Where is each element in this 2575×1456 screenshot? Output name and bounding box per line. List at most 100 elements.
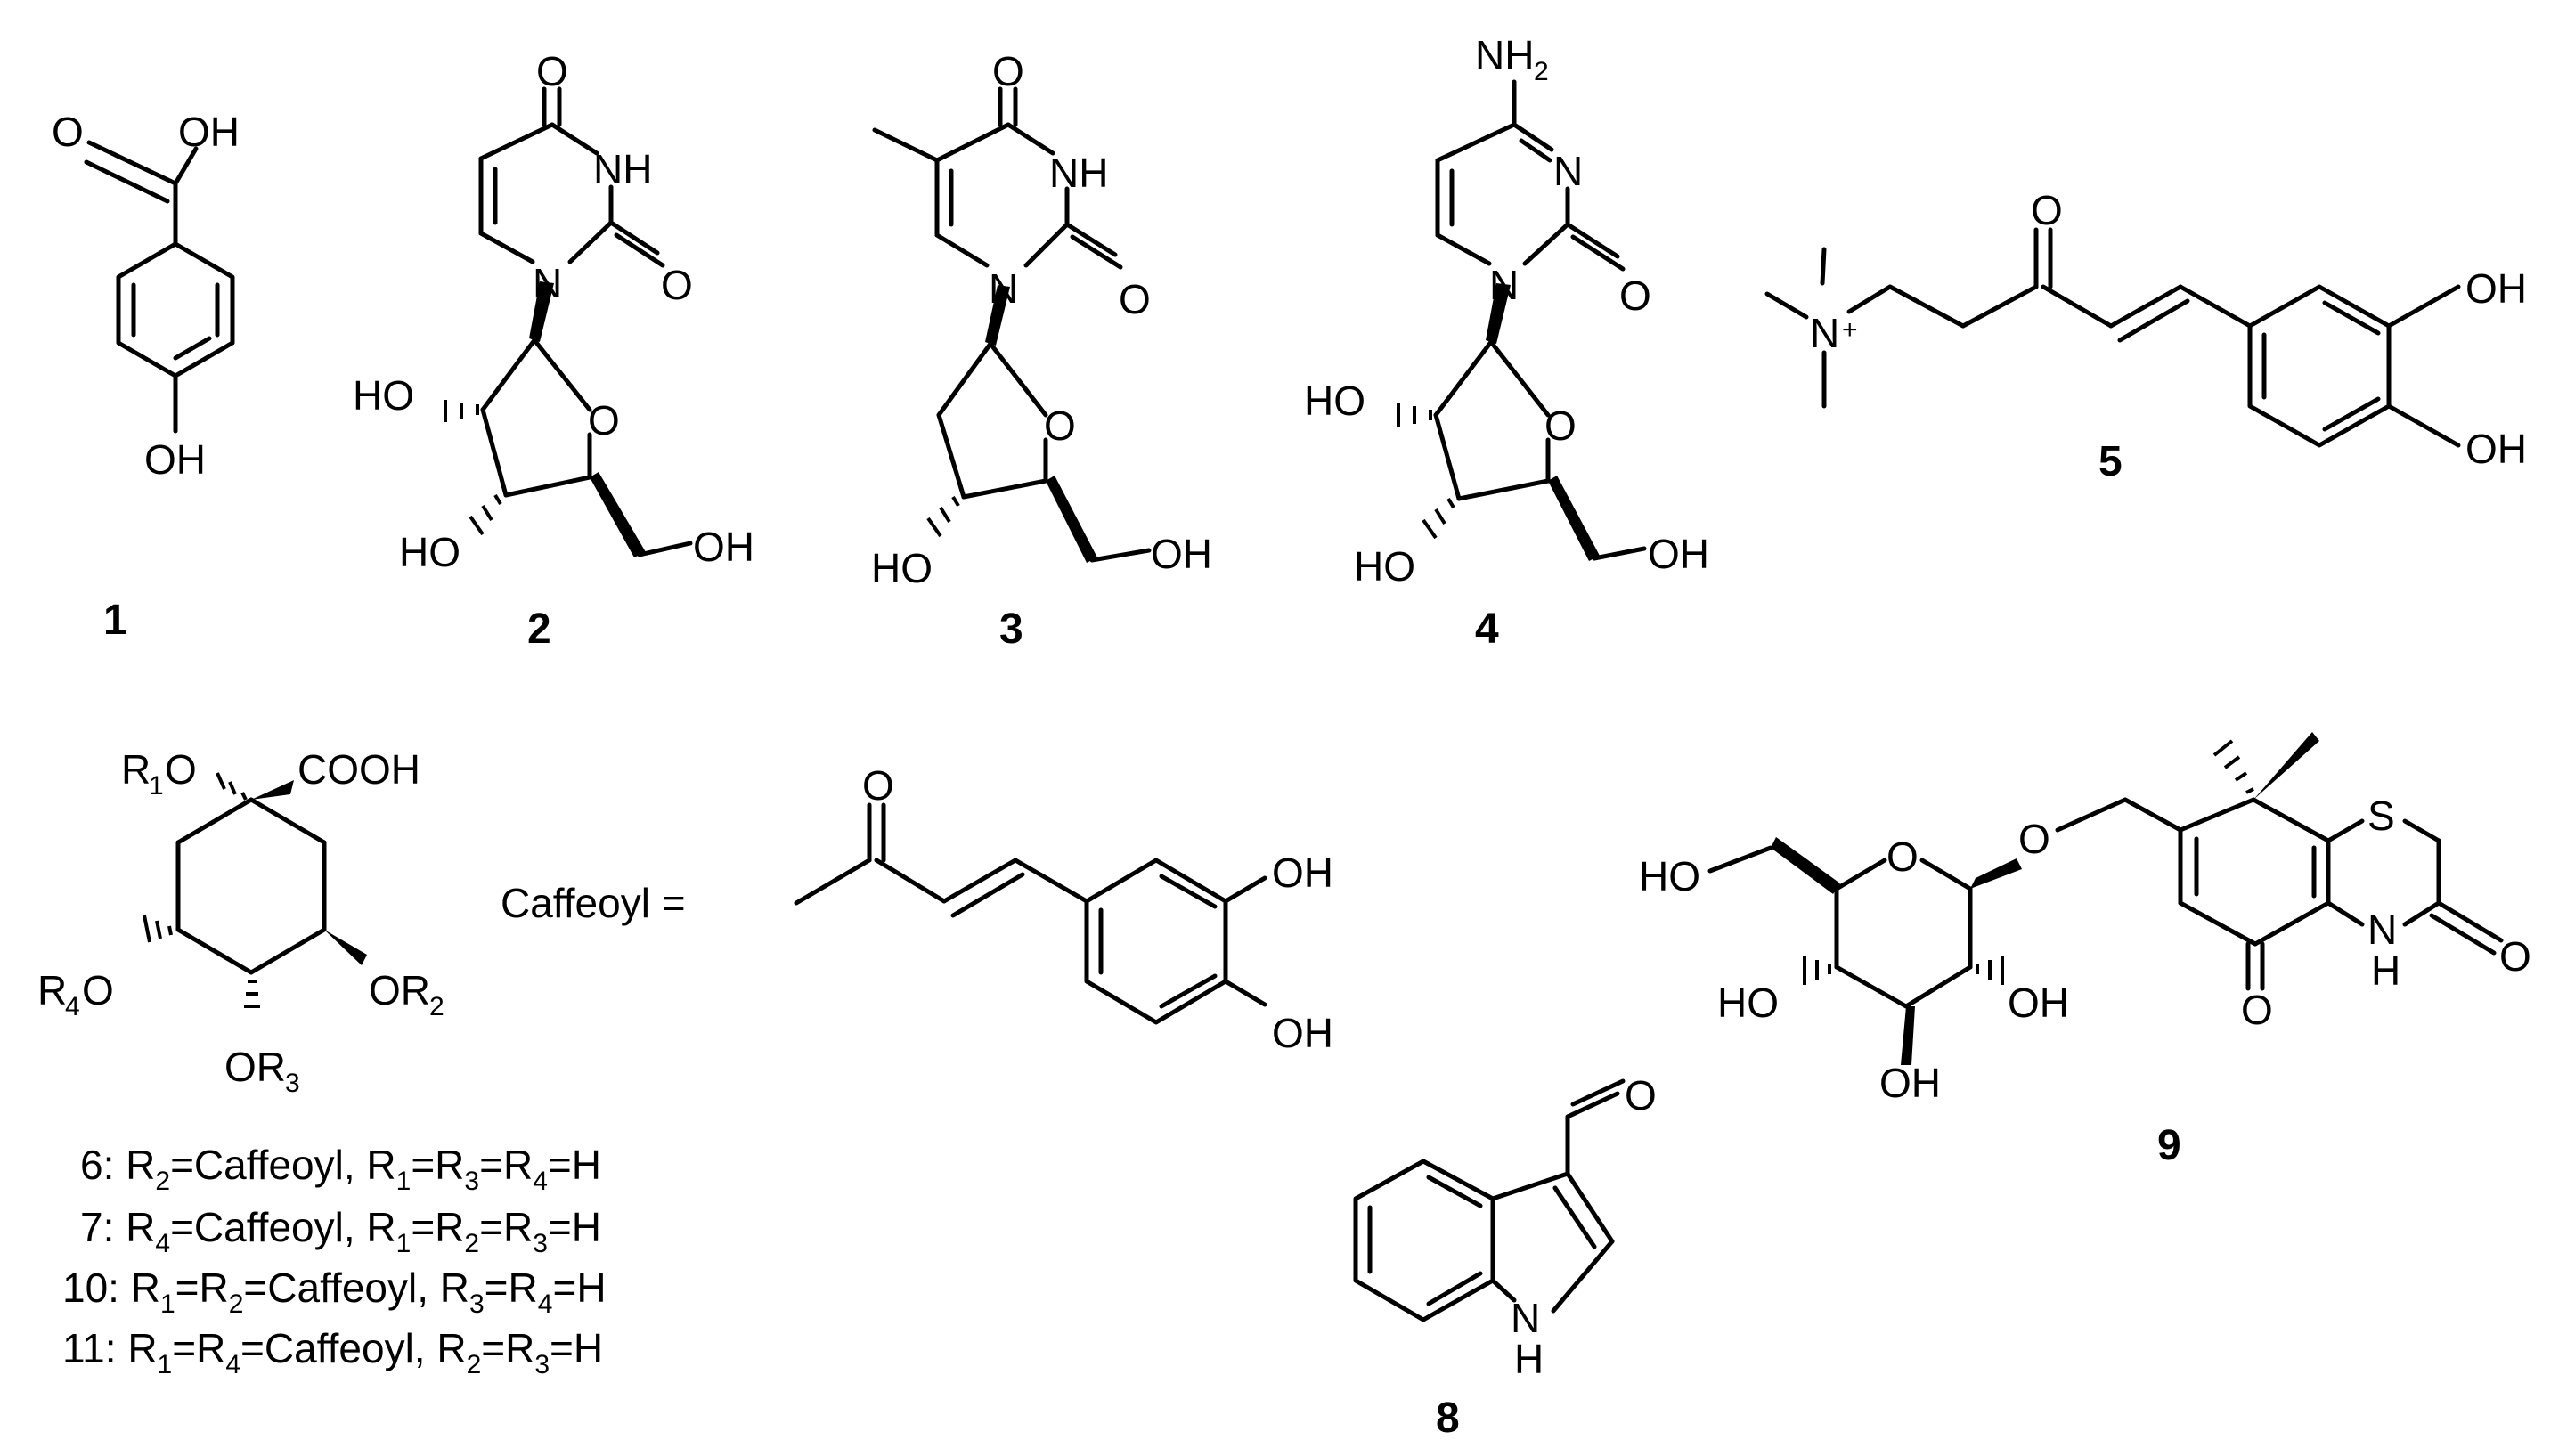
compound-5-aromatic-bond <box>2322 396 2381 432</box>
compound-3-carbonyl-o: O <box>1119 276 1151 322</box>
compound-9-oh-3prime: OH <box>1879 1060 1941 1106</box>
caffeoyl-oh-para: OH <box>1272 1010 1333 1056</box>
compound-3-carbonyl-o-top: O <box>992 48 1024 94</box>
compound-2-ho-2prime: HO <box>353 372 414 419</box>
compound-4-bond <box>1512 122 1554 152</box>
compound-3-hashed-bond <box>926 495 960 538</box>
compound-8-bond <box>1551 1239 1615 1314</box>
compound-8-benzene-ring <box>1353 1159 1495 1322</box>
compound-3-structure <box>872 86 1152 563</box>
compound-5-bond <box>2178 284 2253 329</box>
legend-line-10: 10: R1=R2=Caffeoyl, R3=R4=H <box>62 1265 607 1319</box>
quinic-wedge-bond <box>251 780 294 800</box>
compound-1-bond <box>173 146 199 186</box>
compound-9-lactam-n: N <box>2367 907 2397 953</box>
quinic-or2-o: OR <box>369 967 430 1013</box>
compound-9-label: 9 <box>2157 1122 2181 1169</box>
compound-9-glycosidic-o: O <box>2018 816 2050 862</box>
caffeoyl-structure <box>794 802 1267 1025</box>
caffeoyl-benzene-ring <box>1084 858 1228 1025</box>
compound-4-n1: N <box>1489 262 1519 308</box>
quinic-bond <box>249 797 327 845</box>
compound-9-lactam-h: H <box>2371 948 2400 994</box>
quinic-bond <box>175 927 254 975</box>
compound-9-bond <box>2429 913 2497 956</box>
compound-4-n3: N <box>1553 148 1583 194</box>
compound-1-acid-oh: OH <box>178 109 240 155</box>
compound-9-thioether-s: S <box>2367 793 2395 839</box>
compound-8-structure <box>1353 1078 1626 1322</box>
compound-3-methyl <box>872 127 940 163</box>
compound-5-bond <box>2386 403 2461 448</box>
compound-8-label: 8 <box>1436 1395 1460 1442</box>
compound-5-methyl <box>1764 291 1809 320</box>
compound-4-ho-2prime: HO <box>1304 378 1365 424</box>
compound-9-hashed-bond <box>1803 956 1831 985</box>
compound-2-label: 2 <box>527 606 551 653</box>
compound-9-bond <box>2402 818 2441 843</box>
caffeoyl-bond <box>1013 858 1089 904</box>
compound-9-ho-4prime: HO <box>1717 980 1779 1026</box>
compound-3-wedge-bond <box>1046 476 1097 563</box>
compound-4-carbonyl-o: O <box>1619 272 1651 319</box>
compound-1-aromatic-bond <box>173 336 212 361</box>
quinic-or3-o: OR <box>224 1044 286 1090</box>
compound-4-structure <box>1397 79 1647 561</box>
compound-9-wedge-bond <box>1970 858 2022 889</box>
compound-9-oh-2prime: OH <box>2008 980 2069 1026</box>
compound-5-bond <box>1846 284 1893 314</box>
compound-2-bond <box>608 220 660 256</box>
compound-3-bond <box>934 122 1011 163</box>
compound-5-label: 5 <box>2098 438 2123 485</box>
compound-9-bond <box>2253 900 2331 947</box>
compound-3-bond <box>1006 122 1055 156</box>
compound-4-hashed-bond <box>1397 403 1432 427</box>
compound-4-bond <box>1433 412 1462 501</box>
compound-9-ketone-o: O <box>2241 987 2273 1033</box>
caffeoyl-carbonyl-o: O <box>862 762 894 809</box>
caffeoyl-aromatic-bond <box>1159 973 1218 1009</box>
compound-5-structure <box>1764 227 2461 448</box>
compound-3-nh: NH <box>1049 150 1108 196</box>
compound-8-aromatic-bond <box>1426 1175 1483 1208</box>
compound-3-bond <box>1070 234 1123 270</box>
compound-8-indole-n: N <box>1511 1295 1540 1341</box>
compound-2-bond <box>614 232 665 268</box>
compound-9-wedge-bond <box>1901 1006 1915 1065</box>
compound-8-aromatic-bond <box>1426 1271 1483 1306</box>
compound-4-bond <box>1592 546 1647 561</box>
compound-9-bond <box>1834 964 1909 1009</box>
compound-3-n1: N <box>989 265 1018 312</box>
compound-9-bond <box>2402 900 2441 927</box>
compound-9-bond <box>1919 858 1973 891</box>
compound-5-benzene-ring <box>2247 284 2392 448</box>
compound-1-phenol-oh: OH <box>144 436 206 483</box>
quinic-r4o-r: R <box>37 967 67 1013</box>
quinic-bond <box>175 797 254 845</box>
compound-2-nh: NH <box>593 146 652 192</box>
compound-2-hashed-bond <box>444 400 479 422</box>
compound-2-hashed-bond <box>469 493 502 536</box>
compound-2-wedge-bond <box>590 472 646 557</box>
compound-4-ring-o: O <box>1544 403 1577 449</box>
compound-9-pyranose-o: O <box>1886 834 1919 880</box>
compound-9-bond <box>2178 797 2256 833</box>
compound-2-bond <box>532 338 592 412</box>
legend-line-7: 7: R4=Caffeoyl, R1=R2=R3=H <box>80 1204 601 1258</box>
compound-5-bond <box>2041 284 2114 329</box>
compound-4-hashed-bond <box>1422 497 1455 540</box>
compound-2-bond <box>550 122 599 156</box>
compound-5-aromatic-bond <box>2322 300 2381 336</box>
quinic-r1o-r: R <box>121 746 151 793</box>
quinic-or3-subscript: 3 <box>285 1069 300 1098</box>
compound-4-bond <box>1519 138 1552 163</box>
compound-3-oh-5prime: OH <box>1151 531 1212 577</box>
caffeoyl-bond <box>874 858 947 904</box>
quinic-r1o-subscript: 1 <box>149 771 164 801</box>
compound-4-bond <box>1435 232 1492 266</box>
compound-2-bond <box>480 338 537 412</box>
compound-3-bond <box>936 341 993 418</box>
quinic-wedge-bond <box>324 930 367 965</box>
compound-2-n1: N <box>533 260 562 306</box>
